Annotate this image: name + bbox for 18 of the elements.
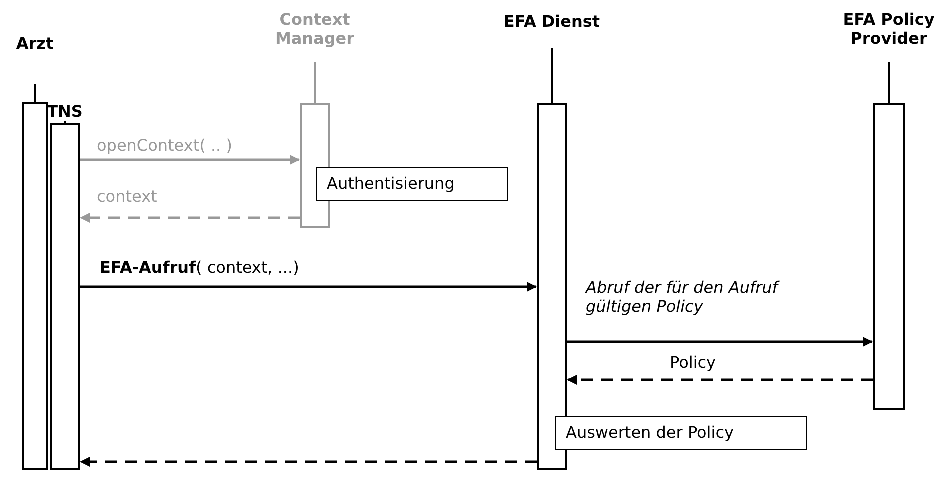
arrow bbox=[567, 375, 873, 385]
note-box: Auswerten der Policy bbox=[555, 416, 807, 450]
activation-bar bbox=[537, 103, 567, 470]
activation-bar bbox=[50, 123, 80, 470]
note-box: Authentisierung bbox=[316, 167, 508, 201]
arrow bbox=[80, 282, 537, 292]
activation-bar bbox=[873, 103, 905, 410]
participant-name: Arzt bbox=[15, 34, 55, 53]
participant-name: EFA Dienst bbox=[502, 12, 602, 31]
participant-name: TNS bbox=[46, 102, 84, 121]
arrow bbox=[567, 337, 873, 347]
participant-name: EFA Policy Provider bbox=[842, 10, 936, 48]
arrow bbox=[80, 155, 300, 165]
arrow bbox=[80, 457, 537, 467]
participant-name: Context Manager bbox=[274, 10, 356, 48]
message-label: openContext( .. ) bbox=[95, 136, 234, 155]
arrow bbox=[80, 213, 300, 223]
activation-bar bbox=[22, 102, 48, 470]
